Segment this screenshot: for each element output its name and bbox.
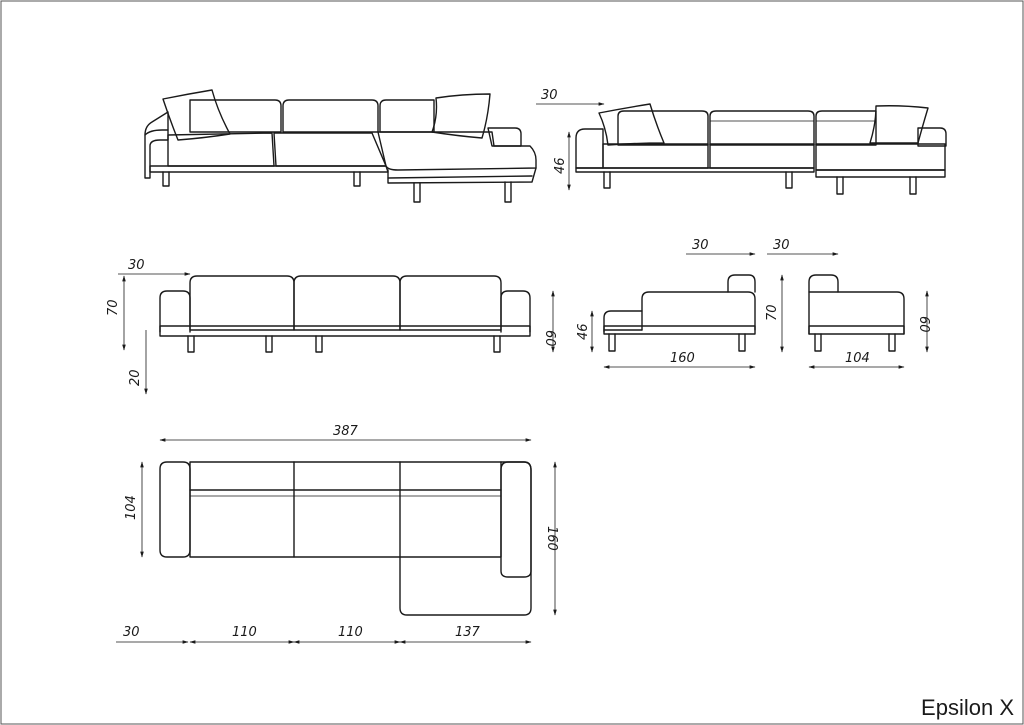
dimensions: 30 70 20 60 30 46 70 160 30 60 104 30 [106, 88, 931, 644]
dim-plan-depth: 104 [124, 495, 139, 520]
dim-arm-back-offset: 30 [773, 238, 790, 253]
dim-chaise-length: 160 [670, 351, 695, 366]
dim-front-height: 70 [106, 299, 121, 316]
dim-arm-height: 60 [916, 316, 931, 333]
dim-front-seat-right: 60 [542, 330, 557, 347]
dim-persp-seat: 46 [553, 157, 568, 174]
dim-persp-back-offset: 30 [541, 88, 558, 103]
dim-chaise-seat: 46 [576, 323, 591, 340]
dim-plan-chaise: 160 [544, 526, 559, 551]
chaise-side-view [603, 274, 756, 352]
dim-plan-seg-1: 30 [123, 625, 140, 640]
arm-side-view [808, 274, 905, 352]
dim-chaise-back-offset: 30 [692, 238, 709, 253]
front-view [159, 275, 531, 353]
perspective-view-left [144, 89, 537, 203]
dim-chaise-height: 70 [765, 304, 780, 321]
plan-view [159, 461, 532, 616]
dim-plan-seg-2: 110 [232, 625, 257, 640]
dim-plan-seg-3: 110 [338, 625, 363, 640]
dim-plan-seg-4: 137 [455, 625, 481, 640]
perspective-view-right [575, 103, 947, 195]
dim-arm-depth: 104 [845, 351, 870, 366]
dim-front-leg: 20 [128, 369, 143, 386]
dim-front-depth-offset: 30 [128, 258, 145, 273]
dim-plan-width: 387 [333, 424, 359, 439]
brand-label: Epsilon X [921, 695, 1014, 720]
